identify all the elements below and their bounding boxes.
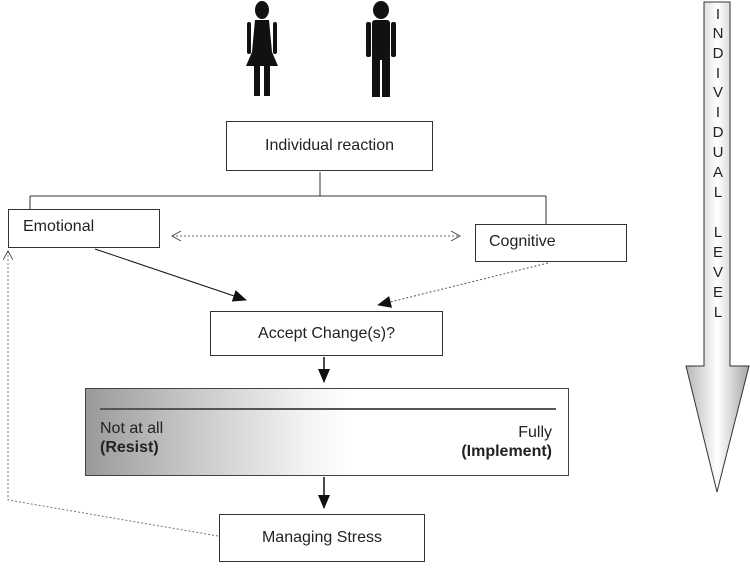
level-letter: D [712,45,724,62]
level-letter: L [713,304,723,321]
cognitive-box: Cognitive [475,224,627,262]
level-letter: L [713,184,723,201]
cognitive-to-accept-arrow [377,262,549,308]
level-letter: E [712,244,723,261]
level-letter: N [712,25,724,42]
individual-level-arrow [685,1,750,493]
level-letter: L [713,224,723,241]
level-letter: E [712,284,723,301]
spectrum-fully: Fully [518,424,552,441]
emotional-box: Emotional [8,209,160,248]
level-letter: I [715,65,721,82]
acceptance-spectrum: Not at all (Resist) Fully (Implement) [85,388,569,476]
spectrum-resist: (Resist) [100,439,159,456]
individual-reaction-label: Individual reaction [265,137,394,154]
spectrum-implement: (Implement) [461,443,552,460]
level-letter: I [715,6,721,23]
level-letter: A [712,164,723,181]
stress-feedback-loop [8,251,219,537]
emotional-to-accept-arrow [94,248,247,302]
cognitive-label: Cognitive [489,233,556,250]
emotional-label: Emotional [23,218,95,235]
level-letter: D [712,124,724,141]
male-person-icon [366,1,396,97]
individual-reaction-box: Individual reaction [226,121,433,171]
managing-stress-label: Managing Stress [261,529,383,546]
level-letter: U [712,144,724,161]
level-letter: I [715,104,721,121]
accept-changes-label: Accept Change(s)? [258,324,395,342]
female-person-icon [246,1,278,96]
spectrum-not-at-all: Not at all [100,420,164,437]
spectrum-line [100,408,556,410]
level-letter: V [712,264,723,281]
branch-connector [29,172,547,224]
managing-stress-box: Managing Stress [219,514,425,562]
level-letter: V [712,84,723,101]
spectrum-right-label: Fully (Implement) [461,423,552,461]
accept-changes-box: Accept Change(s)? [210,311,443,356]
spectrum-left-label: Not at all (Resist) [100,419,163,457]
